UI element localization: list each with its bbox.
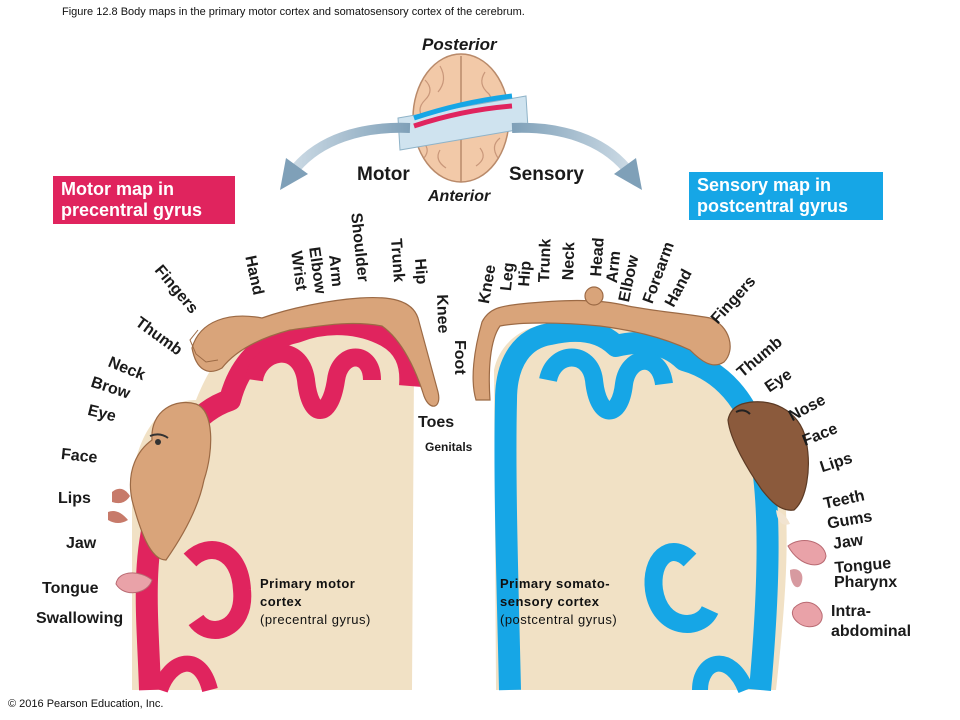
sensory-map-title: Sensory map in postcentral gyrus — [689, 172, 883, 220]
motor-label-face: Face — [60, 446, 99, 467]
motor-homunculus — [108, 296, 440, 594]
sensory-cortex-caption-line1: Primary somato- — [500, 576, 611, 591]
motor-label-lips: Lips — [58, 490, 91, 507]
anterior-label: Anterior — [428, 188, 491, 205]
copyright-notice: © 2016 Pearson Education, Inc. — [8, 698, 164, 710]
motor-label-jaw: Jaw — [66, 535, 97, 552]
sensory-label-pharynx: Pharynx — [834, 574, 898, 591]
sensory-label-intra-line1: Intra- — [831, 603, 871, 620]
sensory-cortex-caption: Primary somato- sensory cortex (postcent… — [500, 575, 617, 629]
motor-map-title: Motor map in precentral gyrus — [53, 176, 235, 224]
sensory-homunculus — [472, 286, 827, 628]
sensory-cortex-caption-line2: sensory cortex — [500, 594, 600, 609]
sensory-cortex-caption-line3: (postcentral gyrus) — [500, 612, 618, 627]
motor-label-knee: Knee — [433, 294, 452, 334]
motor-label-swallowing: Swallowing — [36, 610, 124, 627]
arrow-to-sensory-map — [511, 122, 642, 190]
motor-cortex-caption: Primary motor cortex (precentral gyrus) — [260, 575, 371, 629]
sensory-label-genitals: Genitals — [425, 440, 473, 454]
motor-cortex-caption-line3: (precentral gyrus) — [260, 612, 371, 627]
motor-label-toes: Toes — [418, 414, 455, 431]
arrow-to-motor-map — [280, 122, 411, 190]
sensory-arrow-label: Sensory — [509, 164, 584, 185]
motor-label-trunk: Trunk — [387, 238, 408, 283]
sensory-map-title-line2: postcentral gyrus — [697, 196, 849, 216]
motor-cortex-caption-line1: Primary motor — [260, 576, 356, 591]
brain-top-view — [397, 53, 529, 183]
motor-map-title-line2: precentral gyrus — [61, 200, 203, 220]
motor-arrow-label: Motor — [357, 164, 410, 185]
motor-label-hip: Hip — [411, 258, 430, 285]
motor-label-arm: Arm — [325, 254, 346, 288]
figure-caption: Figure 12.8 Body maps in the primary mot… — [62, 6, 525, 18]
motor-label-foot: Foot — [451, 340, 468, 375]
posterior-label: Posterior — [422, 35, 497, 54]
sensory-label-trunk: Trunk — [536, 238, 555, 283]
sensory-label-hip: Hip — [516, 260, 535, 288]
sensory-map-title-line1: Sensory map in — [697, 175, 832, 195]
motor-label-tongue: Tongue — [42, 580, 99, 597]
motor-map-title-line1: Motor map in — [61, 179, 174, 199]
sensory-label-neck: Neck — [560, 241, 579, 281]
motor-cortex-caption-line2: cortex — [260, 594, 303, 609]
sensory-label-intra-line2: abdominal — [831, 623, 912, 640]
